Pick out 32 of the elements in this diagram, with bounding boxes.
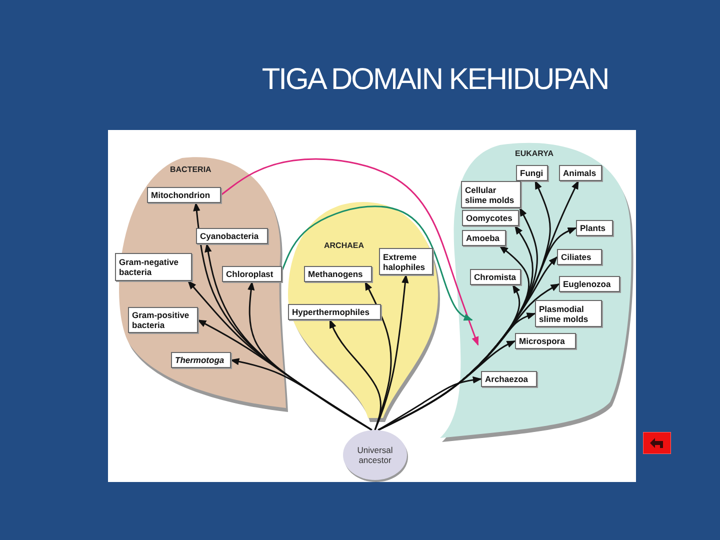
taxon-box: Gram-negative bacteria bbox=[115, 253, 192, 281]
taxon-box: Hyperthermophiles bbox=[288, 304, 381, 320]
branch-arrow bbox=[220, 158, 479, 346]
taxon-box: Plants bbox=[576, 220, 613, 236]
taxon-box: Methanogens bbox=[304, 266, 372, 282]
taxon-box: Fungi bbox=[516, 165, 548, 181]
domain-heading: EUKARYA bbox=[515, 149, 554, 158]
branch-arrow bbox=[378, 376, 482, 431]
branch-arrow bbox=[374, 274, 409, 430]
branch-arrow bbox=[281, 206, 473, 321]
taxon-box: Cyanobacteria bbox=[196, 228, 268, 244]
taxon-box: Oomycotes bbox=[462, 210, 519, 226]
taxon-box: Cellular slime molds bbox=[461, 181, 521, 208]
taxon-box: Extreme halophiles bbox=[379, 248, 433, 275]
taxon-box: Amoeba bbox=[462, 230, 506, 246]
taxon-box: Plasmodial slime molds bbox=[535, 300, 602, 327]
taxon-box: Chloroplast bbox=[222, 266, 282, 282]
slide-title: TIGA DOMAIN KEHIDUPAN bbox=[260, 62, 610, 98]
branch-arrow bbox=[230, 358, 372, 431]
taxon-box: Archaezoa bbox=[481, 371, 537, 387]
branch-arrow bbox=[378, 340, 516, 431]
branch-arrow bbox=[329, 319, 382, 430]
taxon-box: Thermotoga bbox=[171, 352, 231, 368]
taxon-box: Mitochondrion bbox=[147, 187, 221, 203]
taxon-box: Chromista bbox=[470, 269, 521, 285]
domain-heading: BACTERIA bbox=[170, 165, 212, 174]
taxon-box: Gram-positive bacteria bbox=[128, 307, 198, 333]
taxon-box: Microspora bbox=[515, 333, 576, 349]
domain-heading: ARCHAEA bbox=[324, 241, 364, 250]
taxon-box: Ciliates bbox=[557, 249, 602, 265]
taxon-box: Animals bbox=[559, 165, 602, 181]
taxon-box: Euglenozoa bbox=[559, 276, 620, 292]
